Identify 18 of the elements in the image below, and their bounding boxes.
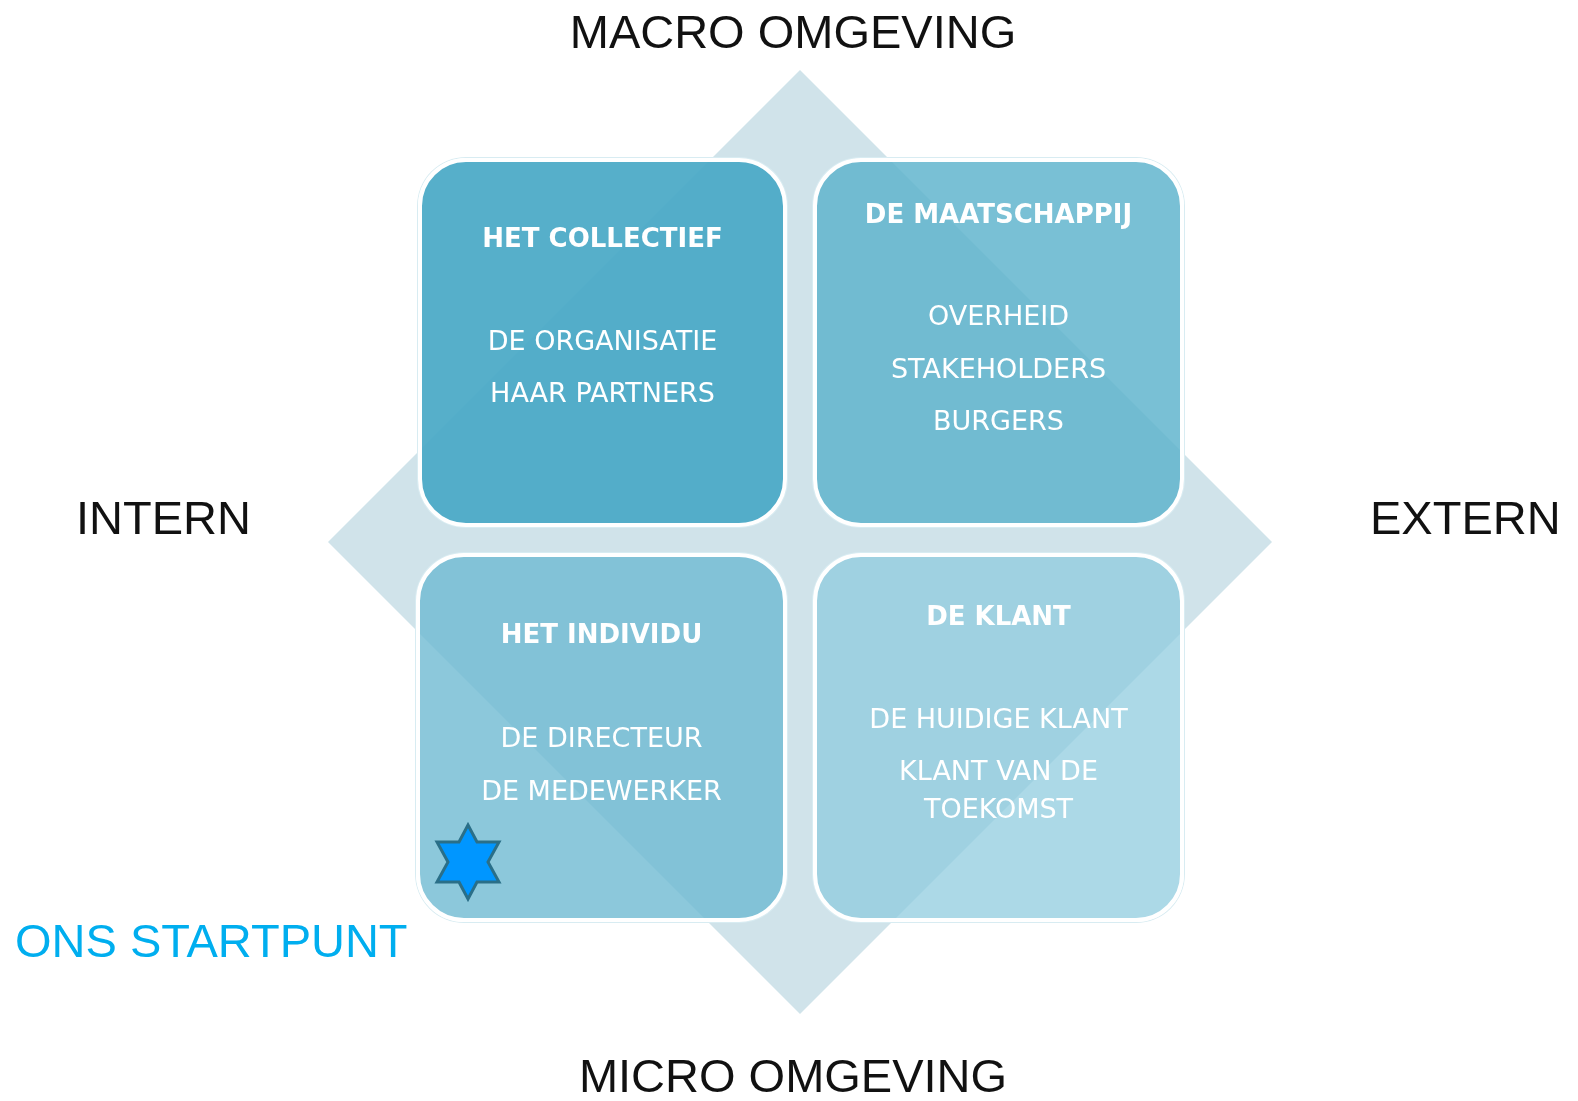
- quadrant-item: DE ORGANISATIE: [486, 324, 719, 358]
- quadrant-heading: DE MAATSCHAPPIJ: [863, 198, 1134, 231]
- quadrant-item: BURGERS: [932, 404, 1065, 438]
- quadrant-heading: HET INDIVIDU: [499, 618, 704, 651]
- quadrant-item: DE DIRECTEUR: [499, 721, 704, 755]
- callout-text: ONS STARTPUNT: [15, 913, 408, 968]
- quadrant-item: STAKEHOLDERS: [889, 352, 1108, 386]
- quadrant-item: DE HUIDIGE KLANT: [868, 702, 1129, 736]
- axis-label: INTERN: [76, 490, 251, 545]
- axis-label: EXTERN: [1370, 490, 1561, 545]
- quadrant-item: HAAR PARTNERS: [489, 376, 716, 410]
- quadrant-item: OVERHEID: [926, 299, 1071, 333]
- axis-label: MACRO OMGEVING: [569, 4, 1017, 59]
- quadrant-item: DE MEDEWERKER: [480, 774, 723, 808]
- quadrant-heading: DE KLANT: [925, 600, 1072, 633]
- axis-label: MICRO OMGEVING: [578, 1048, 1008, 1101]
- quadrant-item: KLANT VAN DE TOEKOMST: [898, 754, 1099, 826]
- quadrant-heading: HET COLLECTIEF: [481, 222, 724, 255]
